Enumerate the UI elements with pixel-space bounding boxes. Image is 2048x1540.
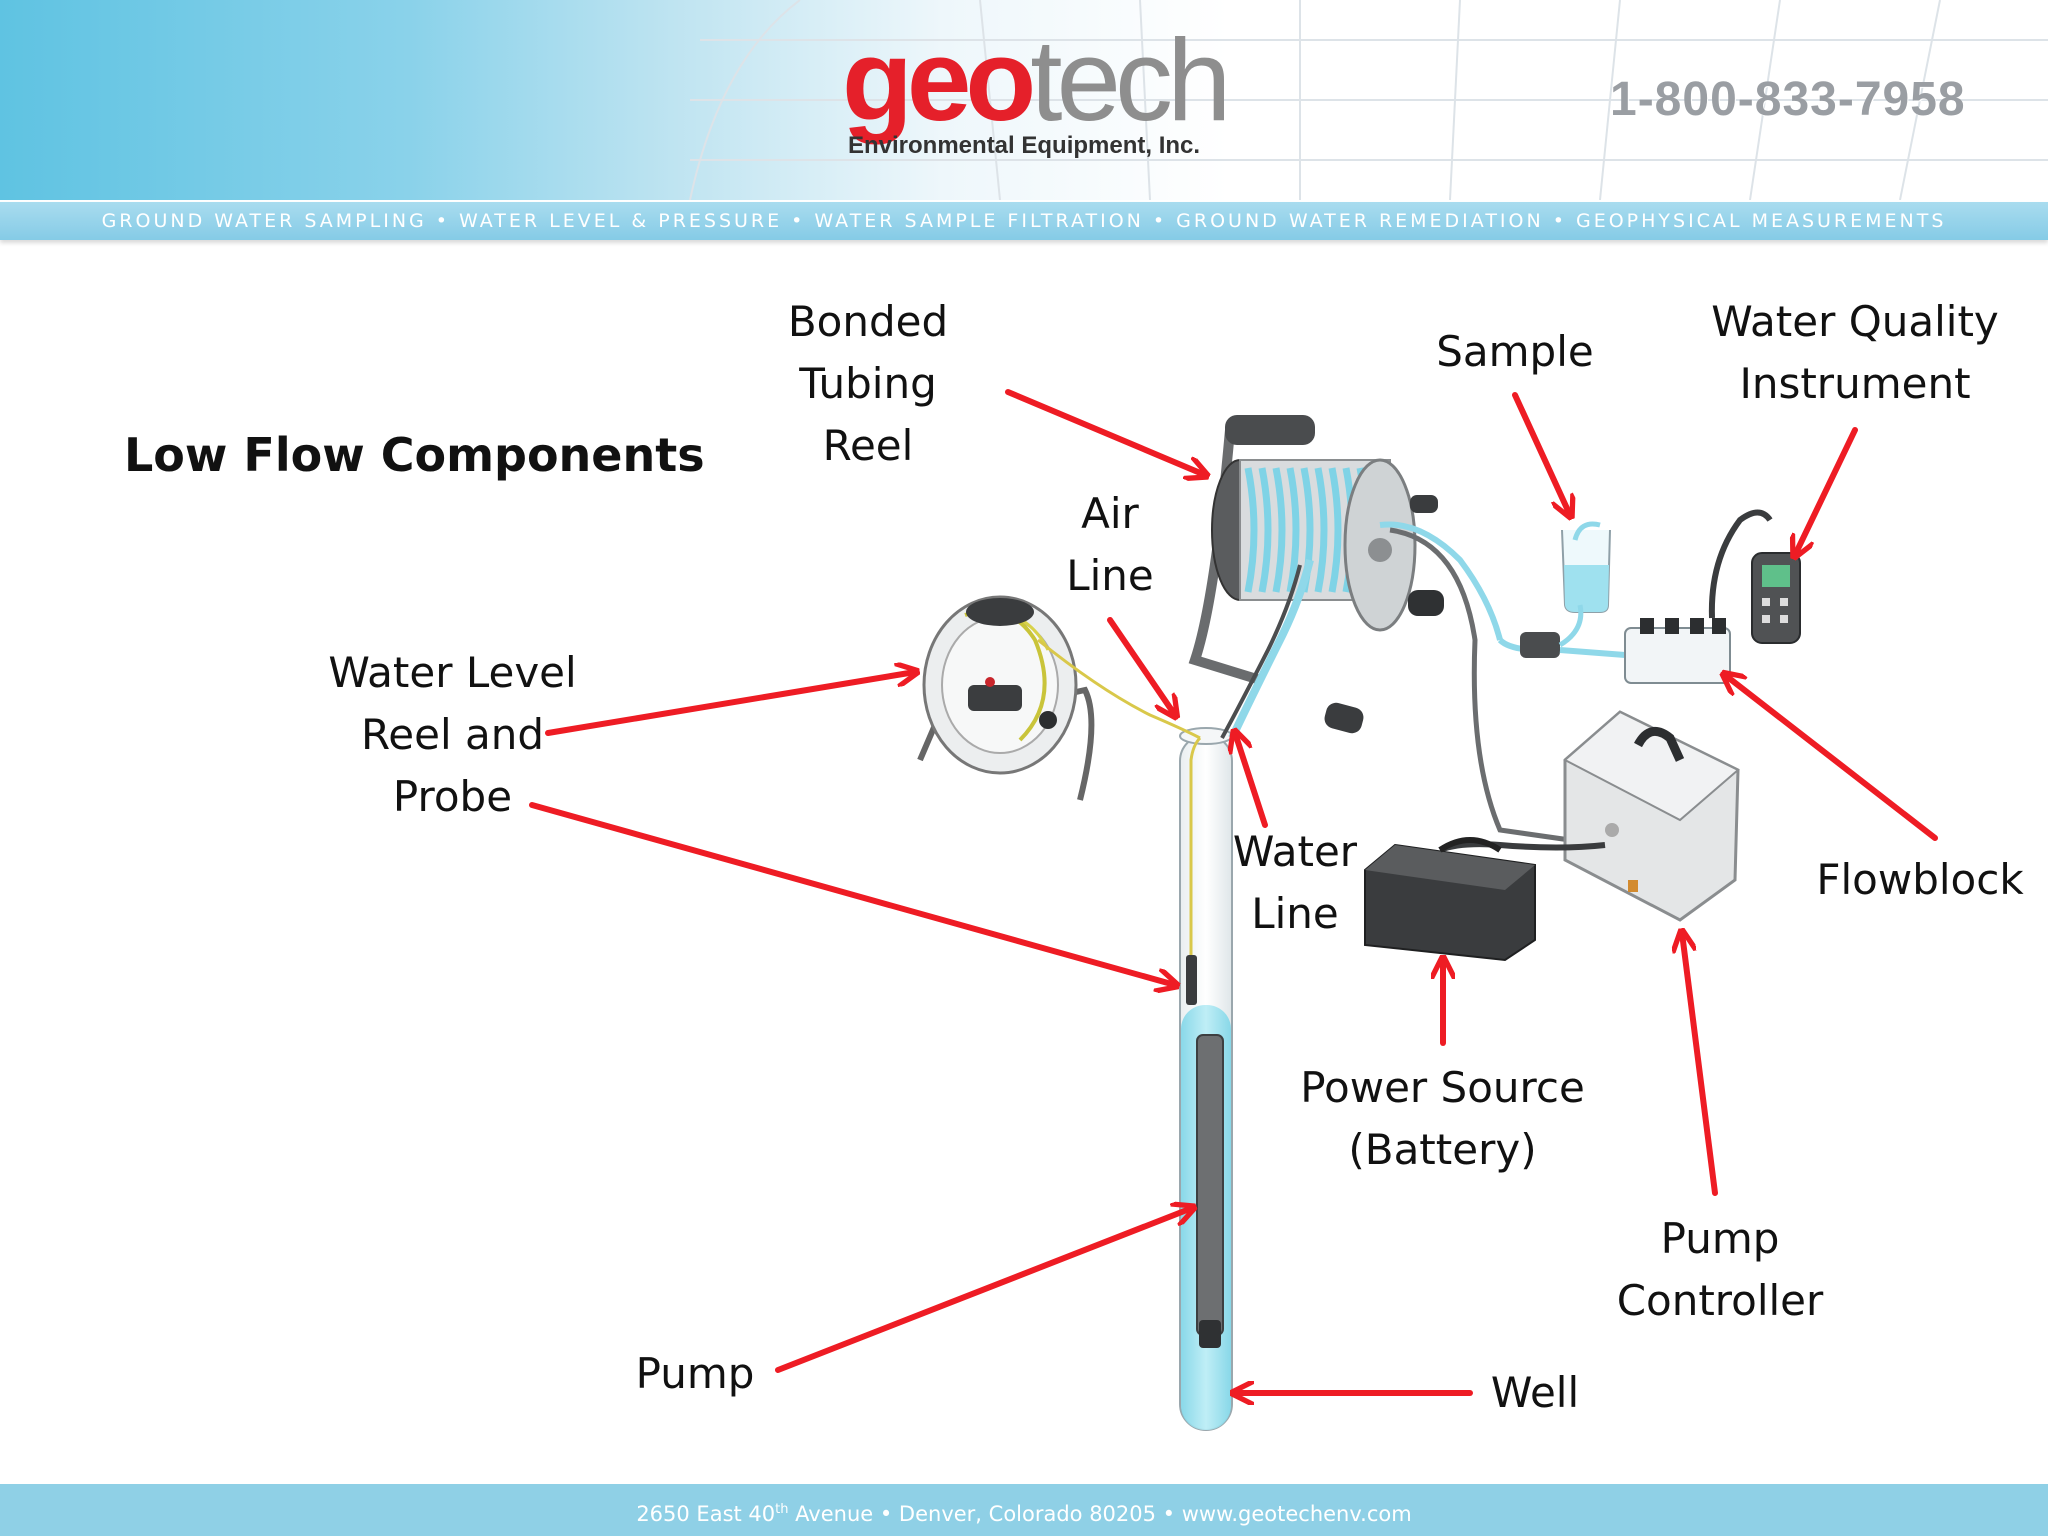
label-air-line: Air Line	[1066, 489, 1154, 600]
geotech-logo[interactable]: geotech Environmental Equipment, Inc.	[842, 20, 1232, 170]
arrow-water-line	[1235, 733, 1268, 828]
water-quality-instrument	[1708, 509, 1801, 644]
bonded-tubing-reel	[1188, 415, 1606, 848]
arrow-sample	[1512, 392, 1570, 515]
label-power-source: Power Source (Battery)	[1300, 1063, 1585, 1174]
page-footer: 2650 East 40th Avenue • Denver, Colorado…	[0, 1484, 2048, 1536]
logo-subtitle: Environmental Equipment, Inc.	[848, 132, 1201, 159]
label-bonded-tubing-reel: Bonded Tubing Reel	[787, 297, 949, 470]
arrow-bonded-tubing-reel	[1005, 389, 1205, 475]
footer-address-rest: Avenue • Denver, Colorado 80205 • www.ge…	[788, 1502, 1412, 1526]
header-grid-decoration	[689, 0, 2048, 200]
sample-beaker	[1561, 521, 1611, 613]
footer-address-ordinal: th	[775, 1502, 789, 1517]
label-flowblock: Flowblock	[1816, 855, 2024, 904]
arrow-flowblock	[1725, 675, 1938, 841]
label-water-line: Water Line	[1232, 827, 1358, 938]
label-well: Well	[1490, 1368, 1580, 1417]
logo-geo-text: geo	[842, 15, 1036, 145]
product-ribbon: GROUND WATER SAMPLING • WATER LEVEL & PR…	[0, 202, 2048, 240]
pump-controller-box	[1438, 710, 1740, 922]
ribbon-text: GROUND WATER SAMPLING • WATER LEVEL & PR…	[101, 210, 1947, 232]
water-level-probe	[1186, 736, 1202, 1005]
flowblock	[1497, 604, 1731, 684]
arrow-water-level-reel	[545, 672, 915, 736]
arrow-water-quality-instrument	[1795, 427, 1858, 555]
footer-address: 2650 East 40th Avenue • Denver, Colorado…	[0, 1484, 2048, 1540]
annotation-arrows	[529, 389, 1938, 1393]
logo-tech-text: tech	[1030, 15, 1231, 145]
page-header: geotech Environmental Equipment, Inc. 1-…	[0, 0, 2048, 200]
arrow-air-line	[1107, 617, 1175, 715]
slide-title: Low Flow Components	[124, 428, 705, 482]
arrow-pump-controller	[1682, 933, 1718, 1196]
phone-number[interactable]: 1-800-833-7958	[1610, 73, 1966, 126]
arrow-pump	[775, 1208, 1192, 1373]
label-water-quality-instrument: Water Quality Instrument	[1711, 297, 1999, 408]
label-pump: Pump	[635, 1349, 755, 1398]
battery	[1364, 837, 1536, 962]
water-level-reel	[917, 595, 1201, 801]
footer-address-start: 2650 East 40	[636, 1502, 776, 1526]
arrow-water-level-probe	[529, 802, 1175, 985]
label-water-level-reel-and-probe: Water Level Reel and Probe	[328, 648, 577, 821]
label-pump-controller: Pump Controller	[1616, 1214, 1824, 1325]
label-sample: Sample	[1436, 327, 1594, 376]
pump	[1196, 1034, 1224, 1348]
